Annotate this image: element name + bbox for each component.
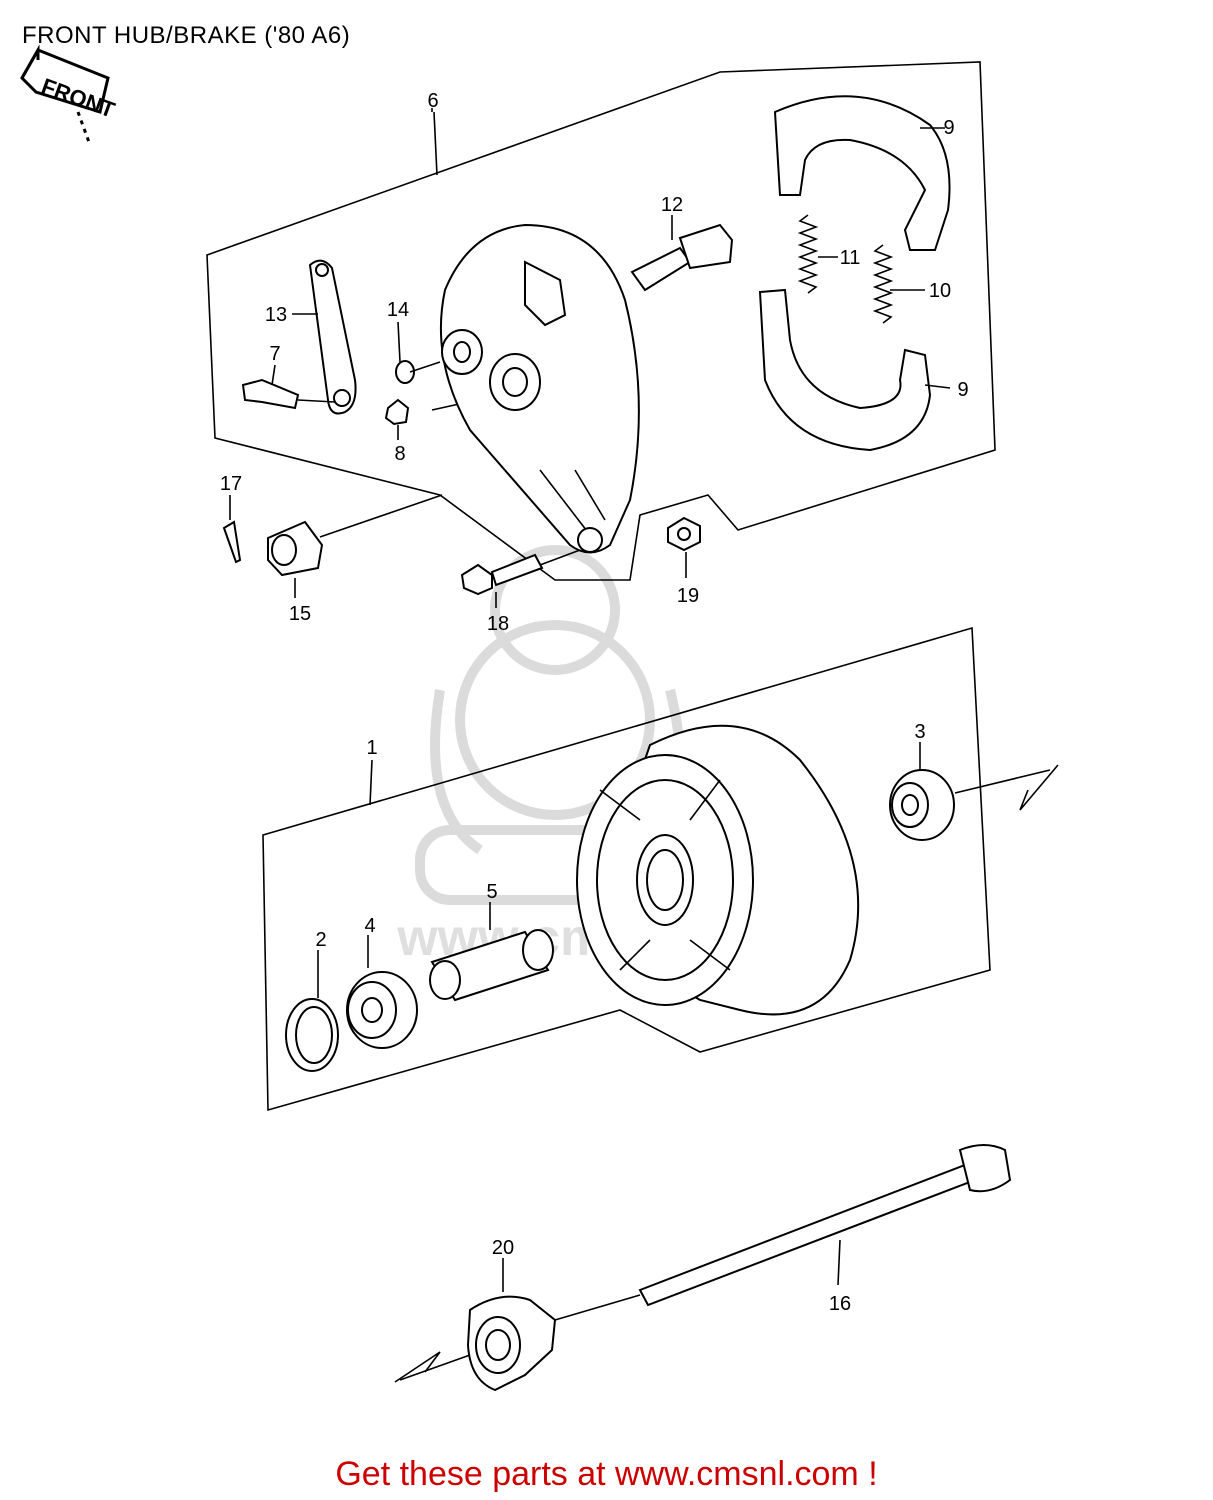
diagram-title: FRONT HUB/BRAKE ('80 A6) [22, 22, 351, 49]
hub-bearing-left-part [346, 971, 418, 1049]
callout-5: 5 [486, 881, 497, 903]
lever-bolt-part [241, 378, 300, 410]
callout-9-lower: 9 [957, 379, 968, 401]
callout-20: 20 [492, 1237, 514, 1259]
front-direction-badge: FRONT [20, 44, 119, 146]
callout-16: 16 [829, 1293, 851, 1315]
callout-9-upper: 9 [943, 117, 954, 139]
brake-panel-part [439, 223, 640, 554]
axle-castle-nut-part [267, 520, 324, 577]
cam-lever-part [308, 259, 357, 415]
shoe-spring-long-part [872, 244, 894, 324]
leader-lines [229, 108, 951, 1292]
lever-nut-part [384, 398, 410, 426]
front-axle-part [638, 1144, 1012, 1307]
callout-10: 10 [929, 280, 951, 302]
front-hub-part [576, 724, 860, 1016]
callout-18: 18 [487, 613, 509, 635]
callout-14: 14 [387, 299, 409, 321]
shoe-spring-short-part [797, 214, 819, 294]
callout-8: 8 [394, 443, 405, 465]
callout-6: 6 [427, 90, 438, 112]
torque-link-bolt-part [460, 549, 581, 596]
callout-15: 15 [289, 603, 311, 625]
footer-link-banner[interactable]: Get these parts at www.cmsnl.com ! [335, 1455, 878, 1493]
brake-shoe-lower-part [758, 288, 932, 452]
torque-link-nut-part [667, 516, 701, 552]
callout-3: 3 [914, 721, 925, 743]
brake-cam-part [630, 223, 734, 292]
callout-7: 7 [269, 343, 280, 365]
brake-shoe-upper-part [773, 95, 951, 251]
callout-4: 4 [364, 915, 375, 937]
hub-bearing-right-part [889, 769, 955, 841]
callout-13: 13 [265, 304, 287, 326]
circlip-part [285, 998, 339, 1072]
callout-2: 2 [315, 929, 326, 951]
brake-panel-group-outline [206, 61, 996, 581]
cotter-pin-part [222, 520, 242, 564]
callout-19: 19 [677, 585, 699, 607]
callout-11: 11 [840, 247, 861, 269]
axle-collar-part [466, 1295, 557, 1392]
distance-collar-part [429, 929, 554, 1002]
washer-part [395, 360, 415, 384]
callout-1: 1 [366, 737, 377, 759]
callout-17: 17 [220, 473, 242, 495]
axle-direction-arrow-left [394, 1351, 441, 1383]
axle-direction-arrow-right [1019, 764, 1059, 811]
callout-12: 12 [661, 194, 683, 216]
hub-group-outline [262, 626, 991, 1112]
